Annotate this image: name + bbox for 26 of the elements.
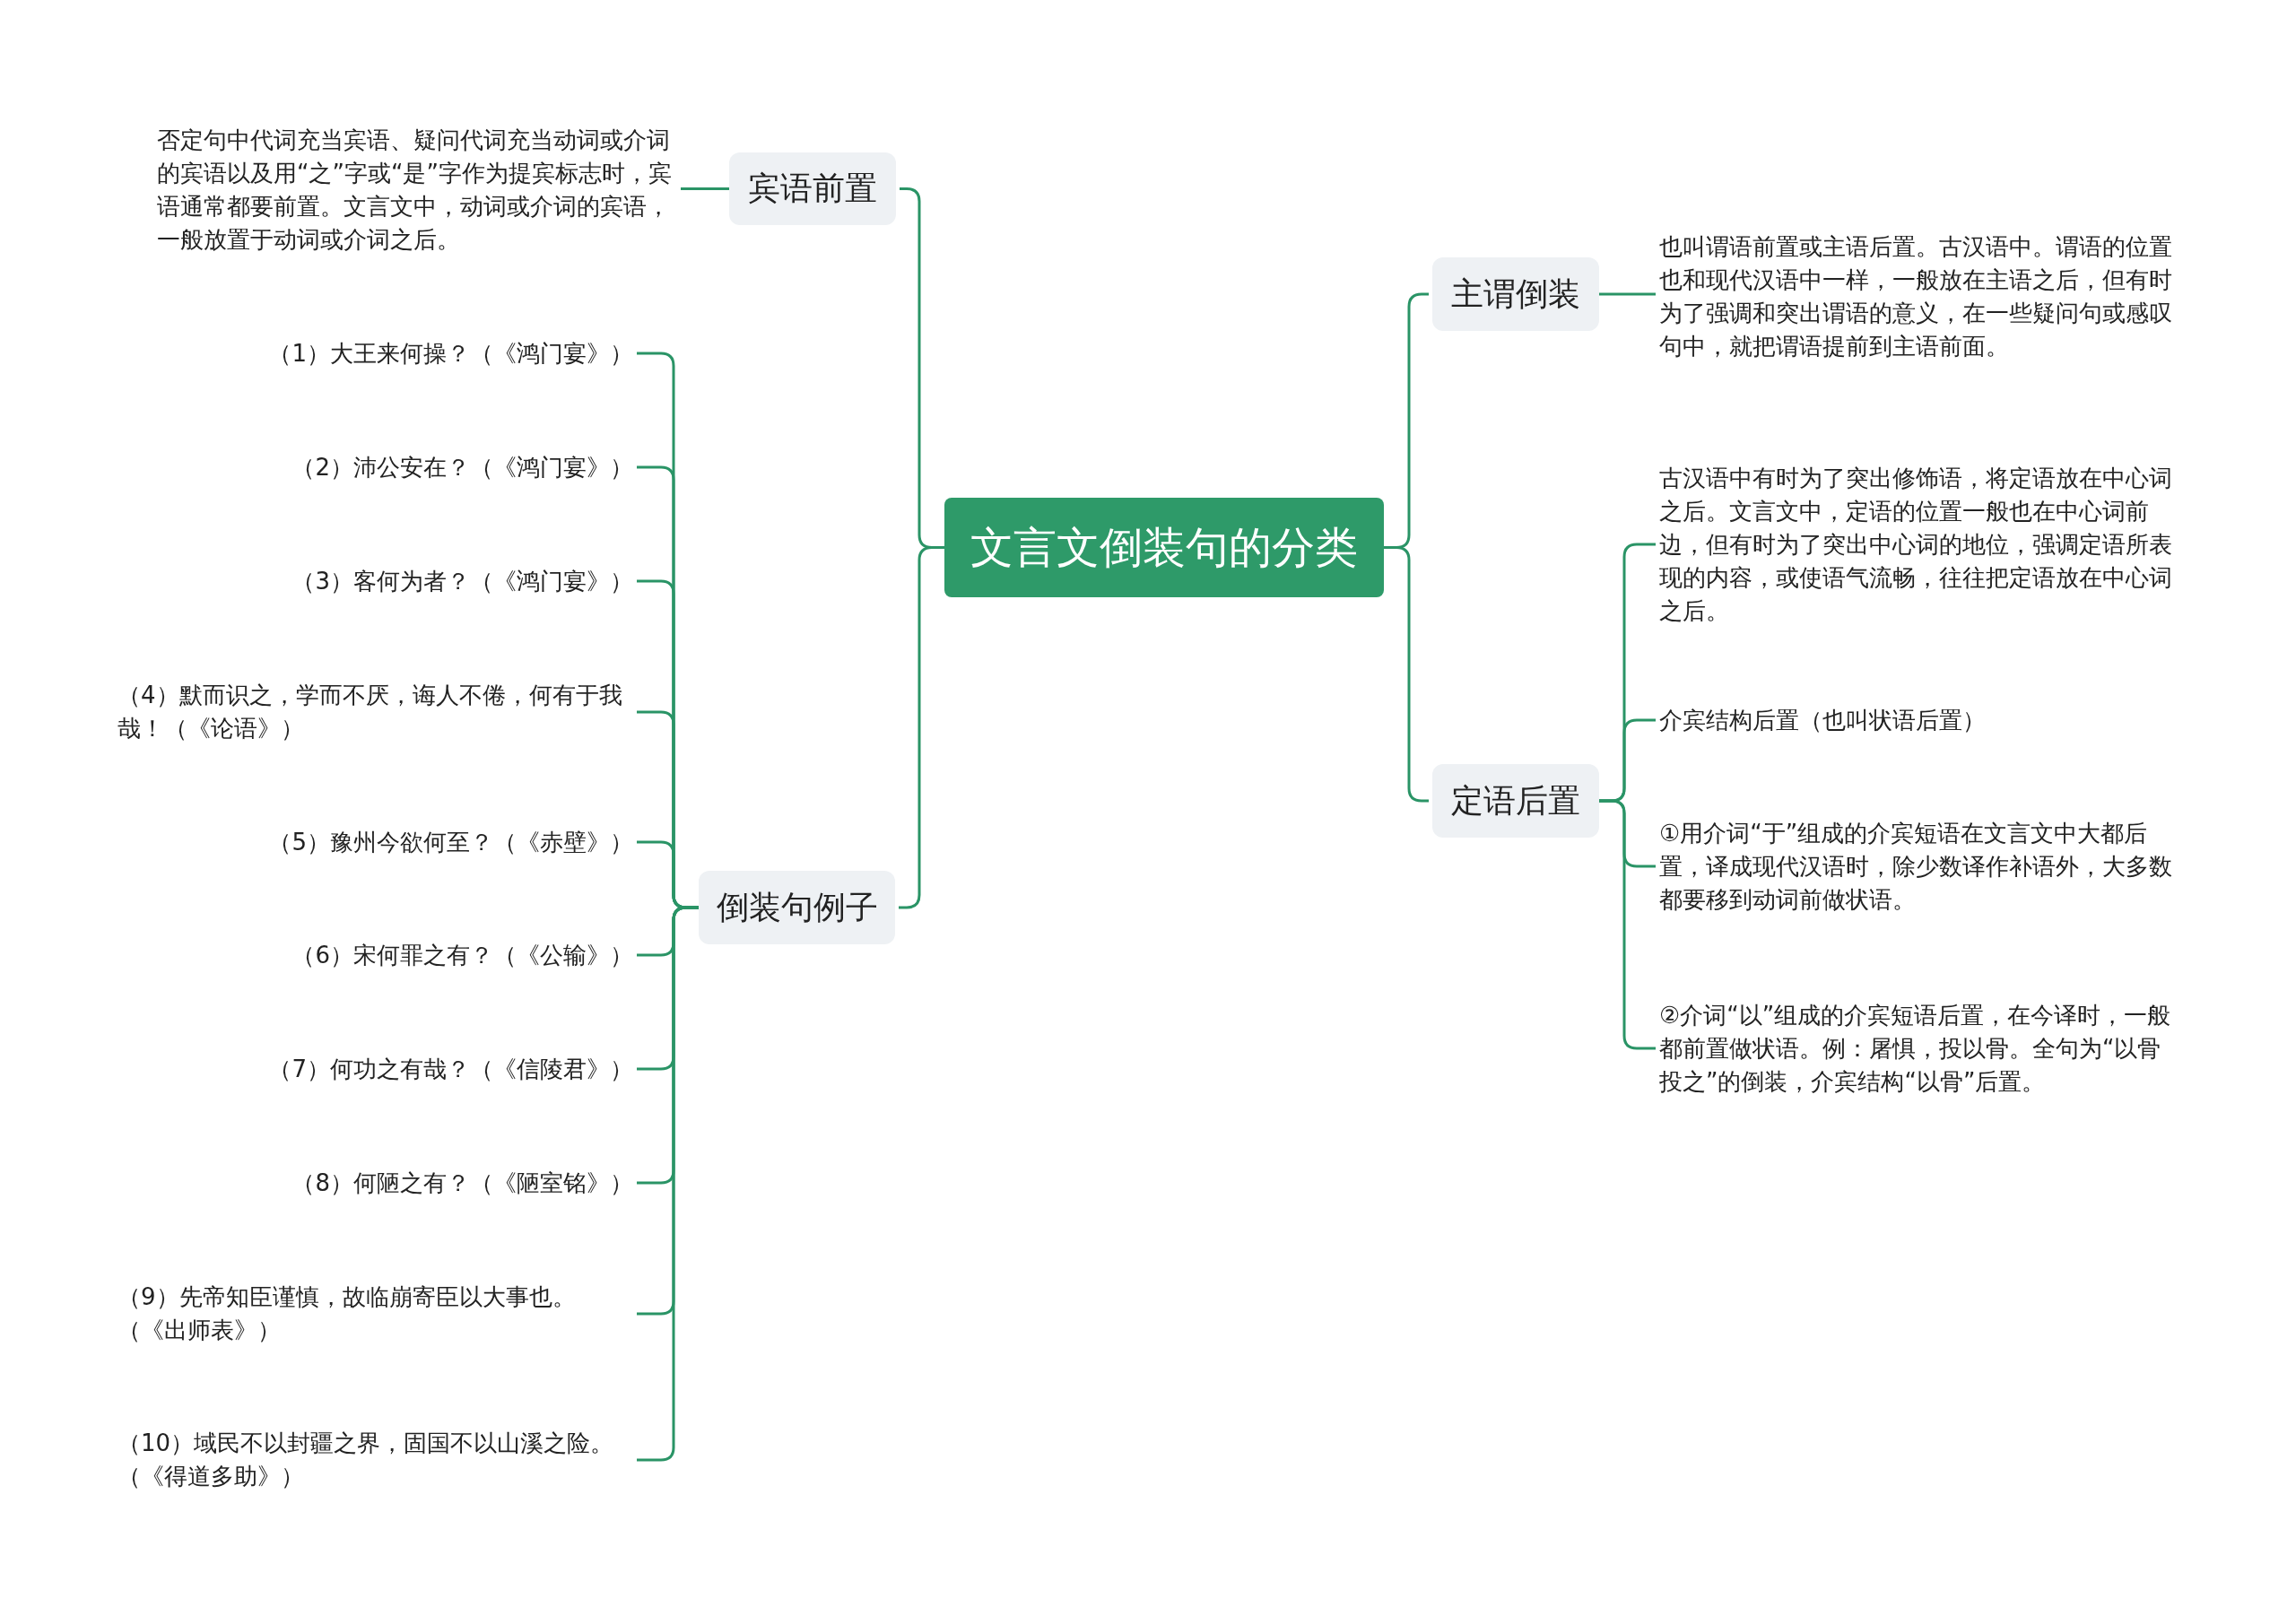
note-text: （3）客何为者？（《鸿门宴》） (291, 564, 633, 598)
note-text: ①用介词“于”组成的介宾短语在文言文中大都后置，译成现代汉语时，除少数译作补语外，大多数都要移到动词前做状语。 (1659, 816, 2179, 917)
note-text: 也叫谓语前置或主语后置。古汉语中。谓语的位置也和现代汉语中一样，一般放在主语之后，但有时为了强调和突出谓语的意义，在一些疑问句或感叹句中，就把谓语提前到主语前面。 (1659, 230, 2179, 363)
note-text: （8）何陋之有？（《陋室铭》） (291, 1166, 633, 1200)
note-text: （1）大王来何操？（《鸿门宴》） (268, 336, 633, 370)
note-text: （2）沛公安在？（《鸿门宴》） (291, 450, 633, 484)
note-text: 否定句中代词充当宾语、疑问代词充当动词或介词的宾语以及用“之”字或“是”字作为提宾标志时，宾语通常都要前置。文言文中，动词或介词的宾语，一般放置于动词或介词之后。 (157, 124, 677, 256)
topic-box: 定语后置 (1432, 764, 1599, 838)
connector-line (681, 187, 729, 190)
topic-box: 宾语前置 (729, 152, 896, 225)
central-topic-box: 文言文倒装句的分类 (944, 498, 1384, 597)
topic-box: 主谓倒装 (1432, 257, 1599, 331)
topic-box: 倒装句例子 (699, 871, 895, 944)
note-text: （10）域民不以封疆之界，固国不以山溪之险。（《得道多助》） (117, 1427, 633, 1493)
connector-line (1599, 292, 1656, 296)
note-text: ②介词“以”组成的介宾短语后置，在今译时，一般都前置做状语。例：屠惧，投以骨。全句为“以骨投之”的倒装，介宾结构“以骨”后置。 (1659, 998, 2179, 1099)
connector-line (1384, 546, 1429, 803)
note-text: 古汉语中有时为了突出修饰语，将定语放在中心词之后。文言文中，定语的位置一般也在中心词前边，但有时为了突出中心词的地位，强调定语所表现的内容，或使语气流畅，往往把定语放在中心词之后。 (1659, 461, 2179, 628)
note-text: （7）何功之有哉？（《信陵君》） (268, 1052, 633, 1086)
connector-line (1599, 799, 1656, 1050)
note-text: （6）宋何罪之有？（《公输》） (291, 938, 633, 972)
note-text: 介宾结构后置（也叫状语后置） (1659, 703, 2179, 737)
note-text: （4）默而识之，学而不厌，诲人不倦，何有于我哉！（《论语》） (117, 679, 633, 745)
note-text: （5）豫州今欲何至？（《赤壁》） (268, 825, 633, 859)
connector-line (899, 546, 944, 909)
note-text: （9）先帝知臣谨慎，故临崩寄臣以大事也。（《出师表》） (117, 1281, 633, 1347)
